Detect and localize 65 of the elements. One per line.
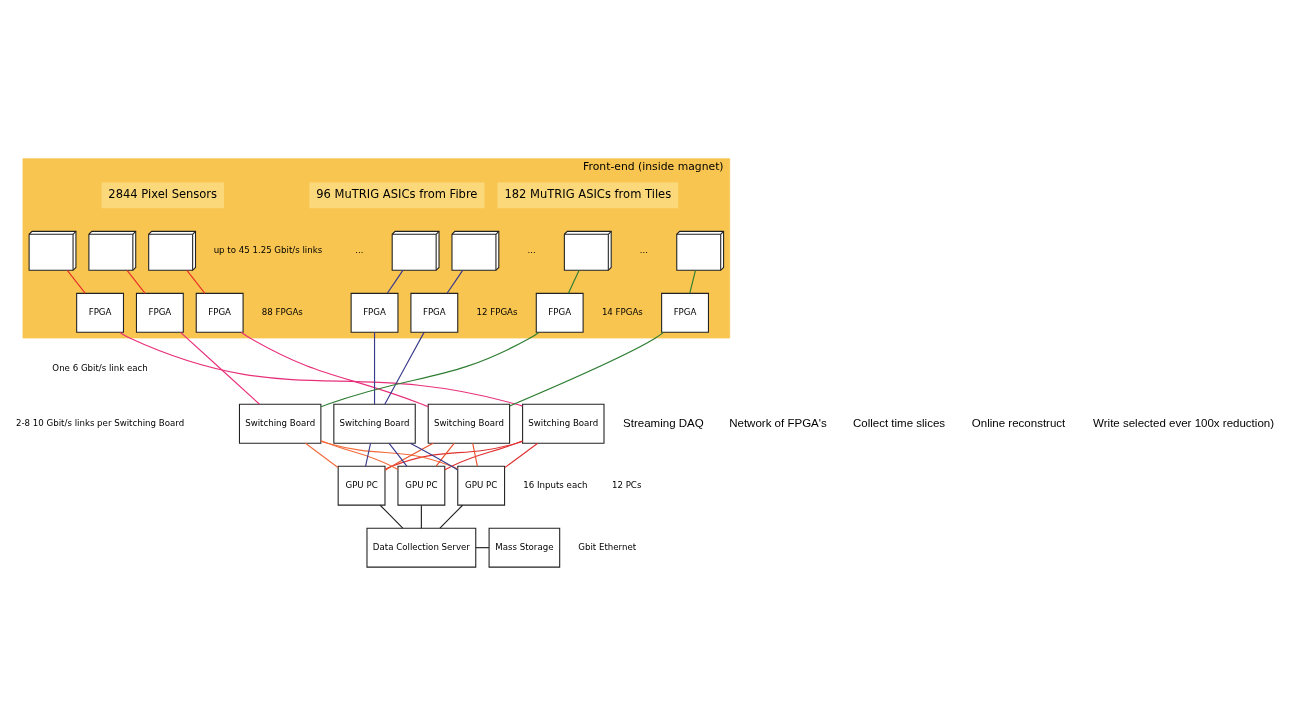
connector — [119, 331, 523, 407]
connector — [320, 440, 459, 470]
label: ... — [355, 245, 364, 256]
node-box: FPGA — [76, 292, 125, 333]
node-box: FPGA — [661, 292, 709, 333]
connector — [126, 269, 146, 294]
label: 16 Inputs each — [523, 479, 588, 490]
node-box: Switching Board — [427, 403, 511, 444]
label: up to 45 1.25 Gbit/s links — [213, 245, 323, 256]
label: Collect time slices — [852, 416, 946, 429]
connector — [320, 440, 399, 470]
connector — [304, 442, 339, 468]
label: Network of FPGA's — [729, 416, 827, 429]
connector — [444, 440, 524, 471]
label: 96 MuTRIG ASICs from Fibre — [316, 187, 478, 202]
node-box: FPGA — [350, 292, 399, 333]
label: 12 FPGAs — [476, 307, 518, 318]
node-box: GPU PC — [457, 465, 506, 506]
node-box: Switching Board — [522, 403, 605, 444]
label: Online reconstruct — [971, 416, 1066, 429]
node-box: FPGA — [135, 292, 184, 333]
label: ... — [527, 245, 536, 256]
connector — [435, 442, 455, 467]
node-box: Data Collection Server — [366, 527, 477, 568]
connector — [179, 331, 261, 405]
node-box: FPGA — [410, 292, 459, 333]
connector — [420, 504, 422, 529]
connector — [379, 504, 404, 529]
node-box: Switching Board — [238, 403, 322, 444]
label: One 6 Gbit/s link each — [52, 362, 148, 373]
node-box: GPU PC — [397, 465, 446, 506]
connector — [365, 442, 372, 467]
connector — [472, 442, 478, 467]
label: Streaming DAQ — [623, 416, 704, 429]
connector — [504, 442, 539, 469]
node-box: FPGA — [535, 292, 584, 333]
connector — [373, 331, 376, 405]
label: 2-8 10 Gbit/s links per Switching Board — [16, 417, 185, 428]
label: 2844 Pixel Sensors — [108, 187, 218, 202]
connector — [439, 504, 464, 529]
connector — [384, 331, 425, 405]
label: 182 MuTRIG ASICs from Tiles — [504, 187, 672, 202]
label: Gbit Ethernet — [578, 541, 637, 552]
connector — [386, 269, 404, 294]
label: ... — [639, 245, 649, 256]
label: Write selected ever 100x reduction) — [1093, 416, 1275, 429]
connector — [320, 331, 540, 408]
connector — [240, 331, 429, 408]
node-box: GPU PC — [337, 465, 386, 506]
node-box: FPGA — [195, 292, 244, 333]
node-box: Mass Storage — [488, 527, 561, 568]
connector — [384, 440, 523, 470]
connector — [409, 442, 459, 471]
connector — [66, 269, 86, 294]
connector — [446, 269, 464, 294]
connector — [689, 269, 697, 294]
connector — [388, 442, 408, 467]
label: 14 FPGAs — [601, 307, 643, 318]
connector — [384, 442, 434, 471]
label: 88 FPGAs — [261, 307, 303, 318]
label: 12 PCs — [611, 479, 642, 490]
connector — [186, 269, 206, 294]
node-box: Switching Board — [333, 403, 416, 444]
connector — [567, 269, 580, 294]
connector — [509, 331, 665, 407]
